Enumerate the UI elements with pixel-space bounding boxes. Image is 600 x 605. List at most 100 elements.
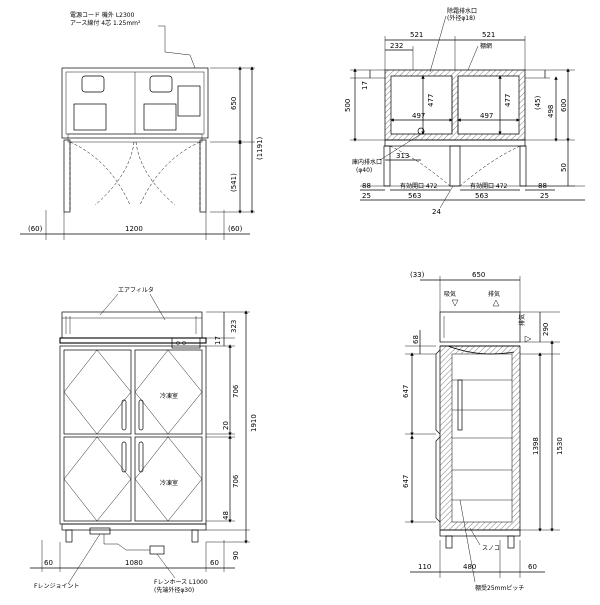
dim-477-b: 477 bbox=[504, 94, 512, 107]
drain-hose-sub: (先端外径φ30) bbox=[154, 586, 194, 594]
drain-hose-label: Fレンホース L1000 bbox=[154, 579, 208, 586]
dim-1200: 1200 bbox=[125, 225, 143, 233]
side-leg-front bbox=[445, 535, 453, 549]
dim-650: 650 bbox=[230, 97, 238, 110]
drain-label: 除霜排水口 bbox=[447, 7, 477, 15]
unit-left-top bbox=[81, 75, 105, 93]
flange-joint-label: Fレンジョイント bbox=[34, 583, 79, 590]
cabinet-body bbox=[59, 345, 207, 525]
side-dim-647-top: 647 bbox=[402, 385, 410, 398]
front-view: エアフィルタ 冷凍室 冷凍室 bbox=[30, 286, 258, 594]
cabinet-front-rail bbox=[384, 139, 526, 147]
power-cord-label: 電源コード 機外 L2300 bbox=[70, 11, 135, 19]
dim-88-right: 88 bbox=[538, 182, 547, 190]
front-dim-48: 48 bbox=[222, 511, 230, 520]
door-swing-right-arc bbox=[139, 141, 201, 206]
door-right-edge bbox=[199, 139, 207, 213]
dim-313: 313 bbox=[396, 152, 409, 160]
front-dim-20: 20 bbox=[222, 421, 230, 430]
flange-joint bbox=[89, 527, 111, 535]
side-dim-650: 650 bbox=[472, 271, 485, 279]
shelf-support-label: スノコ bbox=[482, 545, 500, 552]
top-view: 電源コード 機外 L2300 アース線付 4芯 1.25mm² 650 (119… bbox=[20, 11, 264, 240]
side-dim-1530: 1530 bbox=[556, 437, 564, 455]
door-lower-left[interactable] bbox=[63, 436, 132, 522]
control-box bbox=[177, 85, 201, 117]
pitch-label: 棚受25mmピッチ bbox=[475, 584, 524, 592]
air-filter-label: エアフィルタ bbox=[118, 286, 154, 294]
dim-521-right: 521 bbox=[482, 31, 495, 39]
machine-compartment bbox=[61, 311, 203, 339]
front-dim-17: 17 bbox=[214, 336, 222, 345]
door-swing-center-arc-r bbox=[135, 141, 176, 206]
leg-right-front bbox=[519, 145, 527, 187]
power-cord-line bbox=[158, 25, 196, 69]
side-view: (33) 650 吸気 排気 排気 スノコ bbox=[402, 271, 564, 592]
dim-50: 50 bbox=[560, 163, 568, 172]
dim-600: 600 bbox=[560, 99, 568, 112]
dim-541: (541) bbox=[230, 173, 238, 192]
wire-mesh-label: 棚網 bbox=[480, 42, 492, 50]
front-dim-706-bottom: 706 bbox=[232, 474, 240, 488]
inner-drain-label: 庫内排水口 bbox=[352, 158, 382, 166]
dim-497-b: 497 bbox=[480, 112, 493, 120]
front-dim-706-top: 706 bbox=[232, 384, 240, 398]
side-dim-60: 60 bbox=[528, 563, 537, 571]
earth-wire-label: アース線付 4芯 1.25mm² bbox=[70, 19, 141, 27]
door-handle-lower-right[interactable] bbox=[138, 441, 144, 473]
door-lower-right[interactable] bbox=[134, 436, 203, 522]
side-dim-33: (33) bbox=[410, 271, 425, 279]
dim-60-right: (60) bbox=[228, 225, 243, 233]
cabinet-top-outline bbox=[61, 67, 209, 139]
leg-left-front bbox=[383, 145, 391, 187]
exhaust-side-label: 排気 bbox=[518, 314, 526, 326]
leg-center-front bbox=[449, 145, 461, 187]
dim-25-left: 25 bbox=[362, 192, 371, 200]
unit-left-box bbox=[73, 103, 107, 131]
side-leg-rear bbox=[507, 535, 515, 549]
compartment-label-upper: 冷凍室 bbox=[160, 392, 178, 400]
dim-232: 232 bbox=[390, 42, 403, 50]
side-dim-480: 480 bbox=[463, 563, 476, 571]
exhaust-top-label: 排気 bbox=[488, 290, 500, 298]
drain-sub: (外径φ18) bbox=[447, 14, 475, 22]
plan-section-view: 除霜排水口 (外径φ18) 棚網 521 521 232 477 477 497… bbox=[344, 7, 585, 216]
door-handle-lower-left[interactable] bbox=[121, 441, 127, 473]
front-dim-1910: 1910 bbox=[250, 414, 258, 432]
side-machine-compartment bbox=[439, 311, 521, 343]
dim-500: 500 bbox=[344, 99, 352, 112]
dim-477-a: 477 bbox=[427, 94, 435, 107]
front-dim-1080: 1080 bbox=[125, 559, 143, 567]
eff-opening-right: 有効開口 472 bbox=[470, 182, 508, 190]
door-handle-upper-left[interactable] bbox=[121, 399, 127, 431]
dim-25-right: 25 bbox=[540, 192, 549, 200]
eff-opening-left: 有効開口 472 bbox=[400, 182, 438, 190]
door-upper-left[interactable] bbox=[63, 349, 132, 435]
dim-563-right: 563 bbox=[475, 192, 488, 200]
door-left-edge bbox=[63, 139, 71, 213]
side-dim-290: 290 bbox=[542, 323, 550, 336]
dim-563-left: 563 bbox=[408, 192, 421, 200]
front-dim-60-left: 60 bbox=[44, 559, 53, 567]
dim-1191: (1191) bbox=[256, 136, 264, 160]
inner-drain-sub: (φ40) bbox=[356, 167, 372, 174]
dim-60-left: (60) bbox=[28, 225, 43, 233]
dim-45: (45) bbox=[534, 95, 542, 110]
intake-arrow-icon bbox=[451, 299, 459, 307]
dim-17: 17 bbox=[361, 81, 369, 90]
leg-right bbox=[191, 529, 199, 543]
door-swing-left-arc bbox=[69, 141, 131, 206]
leg-left bbox=[65, 529, 73, 543]
cabinet-front-edge bbox=[67, 133, 203, 143]
side-dim-647-bottom: 647 bbox=[402, 475, 410, 488]
side-dim-110: 110 bbox=[418, 563, 431, 571]
side-dim-1398: 1398 bbox=[532, 437, 540, 455]
side-dim-68: 68 bbox=[412, 335, 420, 344]
exhaust-arrow-icon bbox=[492, 299, 500, 307]
door-upper-right[interactable] bbox=[134, 349, 203, 435]
door-handle-upper-right[interactable] bbox=[138, 399, 144, 431]
intake-label: 吸気 bbox=[444, 290, 456, 298]
compartment-label-lower: 冷凍室 bbox=[160, 479, 178, 487]
dim-521-left: 521 bbox=[410, 31, 423, 39]
